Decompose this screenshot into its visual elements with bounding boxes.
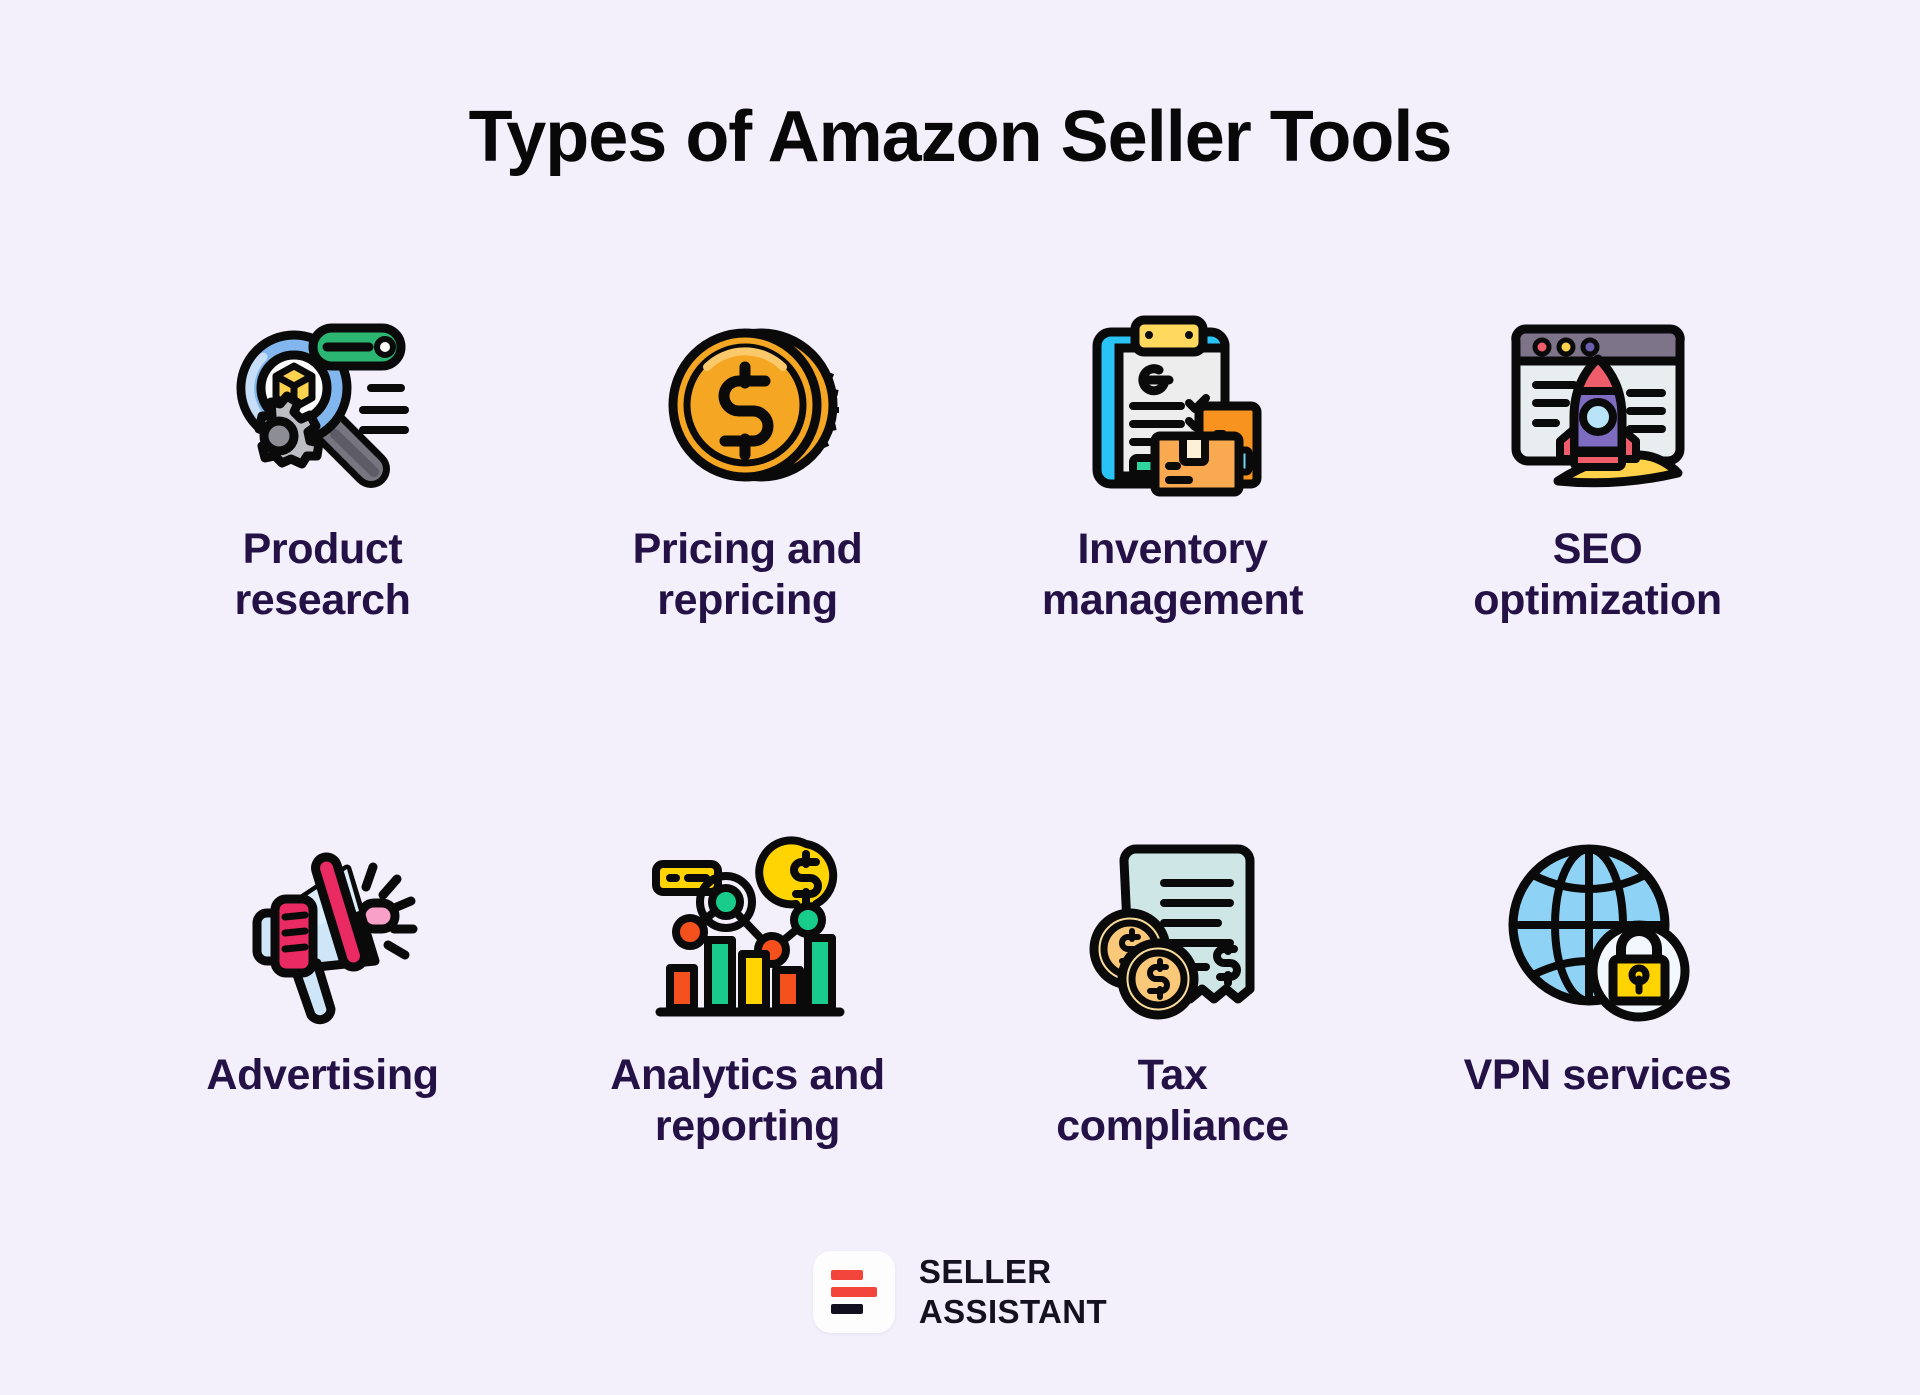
seller-assistant-logo-icon xyxy=(812,1251,895,1333)
megaphone-icon xyxy=(223,826,423,1036)
dollar-coin-icon xyxy=(653,300,843,510)
page-title: Types of Amazon Seller Tools xyxy=(468,97,1453,177)
tool-label-advertising: Advertising xyxy=(206,1051,439,1100)
magnifier-cube-gear-icon xyxy=(223,300,423,510)
logo-bar-1 xyxy=(830,1270,863,1280)
brand-line-1: SELLER xyxy=(918,1252,1052,1290)
logo-bar-2 xyxy=(830,1287,877,1297)
brand-line-2: ASSISTANT xyxy=(918,1293,1108,1330)
globe-lock-icon xyxy=(1503,826,1693,1036)
tool-card-advertising: Advertising xyxy=(110,826,535,1152)
brand-logo: SELLER ASSISTANT xyxy=(0,1251,1920,1333)
tool-label-vpn-services: VPN services xyxy=(1463,1051,1732,1100)
tool-row-2: Advertising xyxy=(110,826,1810,1152)
logo-bar-3 xyxy=(830,1304,863,1314)
brand-wordmark: SELLER ASSISTANT xyxy=(919,1252,1107,1333)
bar-chart-dollar-icon xyxy=(648,826,848,1036)
clipboard-boxes-icon xyxy=(1073,300,1273,510)
receipt-coins-icon xyxy=(1078,826,1268,1036)
tool-card-vpn-services: VPN services xyxy=(1385,826,1810,1152)
browser-rocket-icon xyxy=(1498,300,1698,510)
